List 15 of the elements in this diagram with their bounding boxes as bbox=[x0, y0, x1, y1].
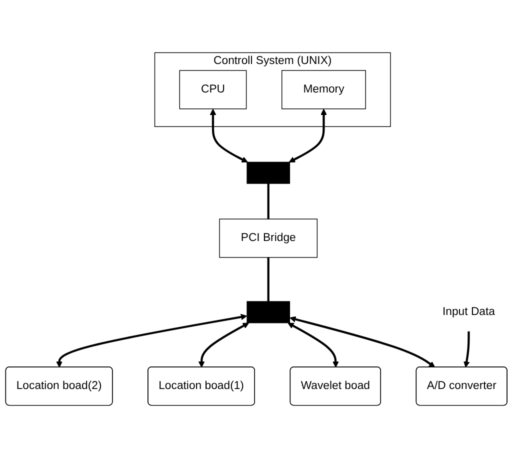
connector bbox=[267, 256, 270, 301]
node-box: CPU bbox=[179, 70, 247, 109]
node-text: Input Data bbox=[442, 305, 495, 318]
arrow bbox=[56, 313, 248, 368]
arrow bbox=[210, 108, 248, 162]
node-bar bbox=[246, 161, 290, 184]
node-box: PCI Bridge bbox=[219, 218, 318, 258]
node-box: Memory bbox=[282, 70, 366, 109]
arrow bbox=[198, 322, 250, 368]
connector bbox=[267, 183, 270, 219]
arrow bbox=[464, 330, 470, 368]
arrow bbox=[288, 322, 339, 368]
arrow bbox=[288, 108, 327, 162]
node-bar bbox=[246, 300, 290, 323]
arrow bbox=[290, 316, 436, 368]
